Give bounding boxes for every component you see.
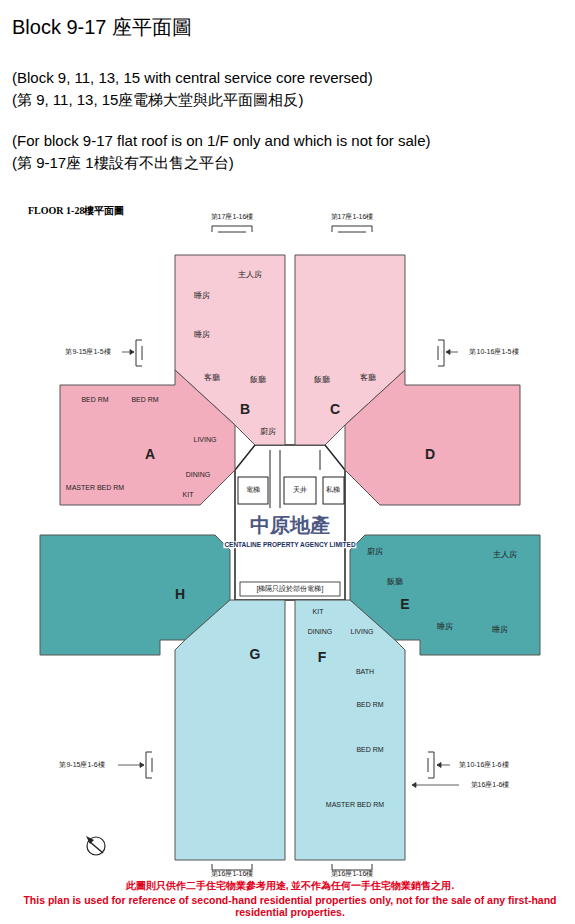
window-mark <box>332 864 372 870</box>
compass-arrow <box>90 842 103 853</box>
unit-outline <box>295 600 405 860</box>
room-label: 飯廳 <box>387 578 403 587</box>
unit-letter: G <box>250 647 261 662</box>
block-floor-note: 第17座1-16樓 <box>211 213 254 221</box>
room-label: LIVING <box>194 436 217 444</box>
core-outline <box>235 445 345 600</box>
core-label: 私梯 <box>326 486 340 494</box>
unit-letter: B <box>240 402 250 417</box>
room-label: BED RM <box>131 396 158 404</box>
room-label: BED RM <box>356 701 383 709</box>
unit-area <box>345 370 520 505</box>
unit-area <box>60 370 235 505</box>
watermark: CENTALINE PROPERTY AGENCY LIMITED <box>223 541 356 548</box>
north-arrow <box>86 836 105 855</box>
room-label: BED RM <box>81 396 108 404</box>
flat-unit: F KIT DINING LIVING BATH BED RM BED RM MASTER B… <box>295 600 405 860</box>
room-label: MASTER BED RM <box>66 484 124 492</box>
light-well <box>284 477 316 504</box>
window-mark <box>332 226 372 232</box>
lift-shaft <box>238 477 268 504</box>
room-label: DINING <box>308 628 333 636</box>
core-label: 天井 <box>293 486 307 494</box>
plan-title: Block 9-17 座平面圖 <box>12 16 192 39</box>
room-label: KIT <box>183 491 194 499</box>
pointer-line <box>412 785 459 786</box>
core-note: [梯隔只設於部份電梯] <box>257 585 324 593</box>
private-stair <box>323 477 344 504</box>
pointer-head <box>446 350 450 355</box>
pointer-head <box>130 350 134 355</box>
room-label: 睡房 <box>437 623 453 632</box>
unit-letter: F <box>318 650 327 665</box>
block-floor-note: 第10-16座1-5樓 <box>469 348 518 356</box>
pointer-head <box>437 763 441 768</box>
floor-heading: FLOOR 1-28樓平面圖 <box>28 205 124 217</box>
flat-unit: D <box>345 370 520 505</box>
room-label: 飯廳 <box>250 376 266 385</box>
block-floor-note: 第16座1-16樓 <box>211 870 254 878</box>
block-floor-note: 第16座1-16樓 <box>331 870 374 878</box>
unit-outline <box>345 370 520 505</box>
unit-letter: E <box>400 597 409 612</box>
block-floor-note: 第10-16座1-6樓 <box>459 761 508 769</box>
pointer-head <box>140 763 144 768</box>
room-label: MASTER BED RM <box>326 801 384 809</box>
window-mark <box>136 340 142 366</box>
window-mark <box>438 340 444 366</box>
room-label: 客廳 <box>360 374 376 383</box>
unit-area <box>175 600 285 860</box>
room-label: 飯廳 <box>314 376 330 385</box>
compass-circle <box>87 837 105 855</box>
room-label: 廚房 <box>260 428 276 437</box>
room-label: 客廳 <box>204 374 220 383</box>
block-floor-note: 第17座1-16樓 <box>331 213 374 221</box>
header-note: (For block 9-17 flat roof is on 1/F only… <box>12 132 431 149</box>
room-label: 睡房 <box>194 331 210 340</box>
watermark: 中原地產 <box>250 514 330 537</box>
unit-letter: H <box>175 587 185 602</box>
room-label: 廚房 <box>367 548 383 557</box>
flat-unit: A BED RM BED RM LIVING DINING MASTER BED RM KI… <box>60 370 235 505</box>
unit-letter: C <box>330 402 340 417</box>
unit-area <box>295 600 405 860</box>
window-mark <box>428 752 434 778</box>
service-core <box>235 445 345 600</box>
pointer-head <box>412 783 416 788</box>
block-floor-note: 第16座1-6樓 <box>471 781 510 789</box>
block-floor-note: 第9-15座1-6樓 <box>59 761 104 769</box>
window-mark <box>146 752 152 778</box>
unit-outline <box>175 600 285 860</box>
core-wall <box>270 450 320 508</box>
header-note: (Block 9, 11, 13, 15 with central servic… <box>12 69 373 86</box>
block-floor-note: 第9-15座1-5樓 <box>65 348 110 356</box>
header-note: (第 9-17座 1樓設有不出售之平台) <box>12 154 234 171</box>
flat-unit: G <box>175 600 285 860</box>
room-label: 主人房 <box>238 271 262 280</box>
room-label: KIT <box>313 608 324 616</box>
room-label: DINING <box>186 471 211 479</box>
header-note: (第 9, 11, 13, 15座電梯大堂與此平面圖相反) <box>12 91 303 108</box>
room-label: 睡房 <box>492 626 508 635</box>
unit-letter: A <box>145 447 155 462</box>
core-wall <box>240 582 340 596</box>
room-label: LIVING <box>351 628 374 636</box>
window-mark <box>212 864 252 870</box>
disclaimer: This plan is used for reference of secon… <box>20 894 560 918</box>
disclaimer: 此圖則只供作二手住宅物業參考用途, 並不作為任何一手住宅物業銷售之用. <box>126 880 454 892</box>
core-label: 電梯 <box>246 486 260 494</box>
room-label: 主人房 <box>493 551 517 560</box>
room-label: BED RM <box>356 746 383 754</box>
room-label: 睡房 <box>194 292 210 301</box>
room-label: BATH <box>356 668 374 676</box>
window-mark <box>212 226 252 232</box>
unit-letter: D <box>425 447 435 462</box>
